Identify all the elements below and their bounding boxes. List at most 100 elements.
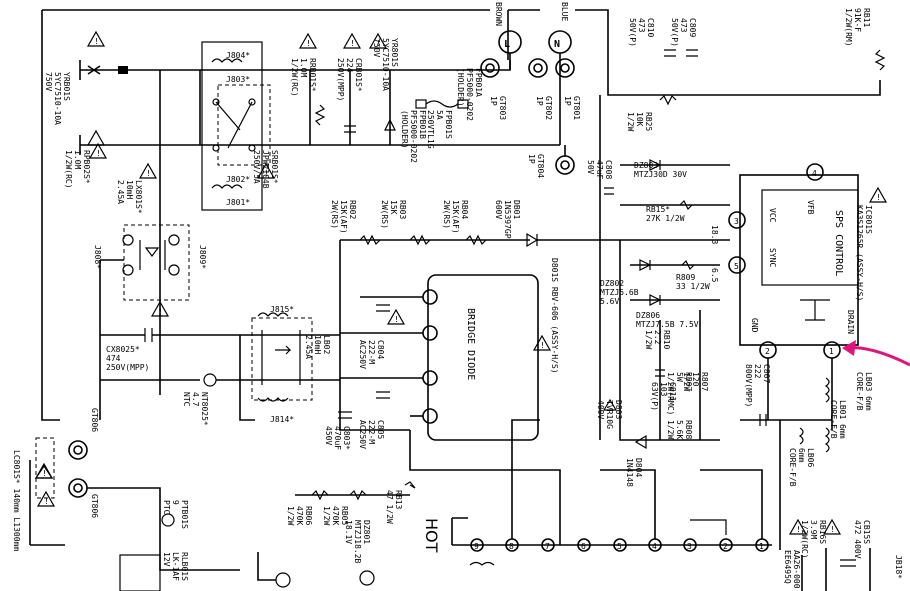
label-crb01: CRB01S*224250V(MPP) [336,58,363,101]
ic-pin-5: 5 [734,262,739,271]
label-d803: D803TVR10G400V [596,400,623,429]
terminal-brown-label: BROWN [494,2,503,26]
ic-pin-2: 2 [765,347,770,356]
label-r807: R8071201/2W [682,372,709,391]
label-vrb01: YRB01S5YC7510-10A750V [44,72,71,125]
label-gt806a: GT806 [90,408,99,432]
bridge-diode-box [427,274,539,441]
hot-label: HOT [422,518,441,553]
ic-pin-4: 4 [812,169,817,178]
terminal-letter-l: L [504,39,510,50]
label-c807: C807222800V(MPP) [744,364,771,407]
ic-volt-183: 18.3 [710,225,719,244]
label-rb15: RB15*27K 1/2W [646,205,685,223]
svg-text:!: ! [540,341,545,350]
svg-text:!: ! [44,497,49,506]
label-jb18: JB18* [894,555,903,579]
label-j803: J803* [226,75,250,84]
terminal-blue: N BLUE [548,2,572,54]
label-c808: C80847uF50V [586,160,613,179]
ic-sync-label: SYNC [768,248,777,267]
label-j808: J808* [93,245,102,269]
label-rb07: RB075W1/2W(RMC) [666,372,693,415]
label-rb06: RB06470K1/2W [286,506,313,525]
svg-text:!: ! [306,39,311,48]
label-rb25: RB2510K1/2W [626,112,653,131]
label-c809: C80947350V(P) [670,18,697,47]
label-d804: D8041N4148 [625,458,643,487]
label-rb05: RB05470K1/2W [322,506,349,525]
label-lb06: LB066mmCORE-F/B [788,448,815,487]
label-lb01: LB01 6mmCORE-F/B [829,400,847,439]
drain-pointer-arrow [845,346,910,367]
label-rlb01: RLB01SLK-1AF12V [162,552,189,581]
bridge-diode-label: BRIDGE DIODE [465,308,476,380]
label-lb03: LB03 6mmCORE-F/B [855,372,873,411]
label-gt802: GT8021P [535,96,553,120]
label-j809: J809* [198,245,207,269]
label-c803: C803*470uF450V [324,426,351,450]
label-j815: J815* [270,305,294,314]
label-ptb01: PTB01S9PTC [162,500,189,529]
label-ic801: IC801SKA3S1265R (ASSY-H/S) [855,205,873,301]
svg-text:!: ! [146,169,151,178]
header-pin-4: 4 [652,542,657,551]
label-nt8025: NT8025*4.7NTC [182,392,209,426]
label-srb01: SRB01S*JPW2104B250V/5A [252,150,279,189]
ic-gnd-label: GND [750,318,759,333]
terminal-blue-label: BLUE [560,2,569,21]
label-rb13: RB1347 1/2W [385,490,403,524]
label-rb03: RB0315K2W(RS) [380,200,407,229]
label-lb02: LB0210mH2.45A [304,335,331,359]
label-rb16: RB16S3.9M1/2W(RC) [800,520,827,559]
ic-name-label: SPS CONTROL [833,210,844,276]
label-j804: J804* [226,51,250,60]
label-j814: J814* [270,415,294,424]
label-fpb01: FPB01S5A250VTL1G [426,110,453,149]
label-c804: C804222-MAC250V [358,340,385,369]
label-c811: C81110363V(P) [650,382,677,411]
label-fpb01a: FPB01APF5000-0202(HOLDER) [456,68,483,121]
svg-text:!: ! [158,307,163,316]
ic-vcc-label: VCC [768,208,777,223]
bottom-header-pins: 9 8 7 6 5 4 3 2 1 [470,538,769,552]
label-lx801: LX801S*10mH2.45A [116,180,143,214]
header-pin-1: 1 [759,542,764,551]
label-gt801: GT8011P [563,96,581,120]
svg-text:!: ! [264,169,269,178]
svg-text:!: ! [42,469,47,478]
label-rrb01: RRB01S*1.0M1/2W(RC) [290,58,317,97]
warning-triangles: ! ! ! ! ! ! ! ! ! ! ! ! ! ! ! [34,30,888,535]
header-pin-9: 9 [474,542,479,551]
label-j802: J802* [226,175,250,184]
ic-vfb-label: VFB [806,200,815,215]
label-rb08: RB085.6K1/2W [666,420,693,439]
svg-text:!: ! [350,39,355,48]
ic-drain-label: DRAIN [846,310,855,334]
header-pin-3: 3 [687,542,692,551]
ic-pin-1: 1 [829,347,834,356]
svg-text:!: ! [94,37,99,46]
label-gt806b: GT806 [90,494,99,518]
ic-volt-65: 6.5 [710,268,719,283]
svg-text:!: ! [796,525,801,534]
label-lc801: LC801S* 140mm L1300mm [12,450,21,551]
ic-pin-3: 3 [734,217,739,226]
label-c810: C81047350V(P) [628,18,655,47]
label-d801s: D801S RBV-606 (ASSY-H/S) [550,258,559,374]
label-gt803: GT8031P [489,96,507,120]
label-fpb01b: FPB01BPF5000-0202(HOLDER) [400,110,427,163]
header-pin-6: 6 [581,542,586,551]
terminal-letter-n: N [554,39,560,50]
label-dz801: DZ801MTZJ18.2B18.1V [344,520,371,564]
svg-text:!: ! [394,315,399,324]
label-rpb02: RPB02S*1.0M1/2W(RC) [64,150,91,189]
header-pin-8: 8 [509,542,514,551]
label-gt804: GT8041P [527,154,545,178]
header-pin-7: 7 [545,542,550,551]
